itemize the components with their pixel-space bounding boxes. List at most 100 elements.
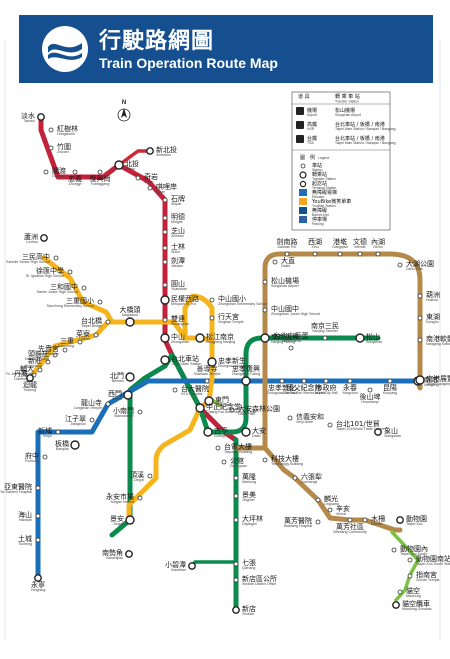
station-marker[interactable] — [315, 519, 321, 525]
transfer-station-marker[interactable] — [160, 295, 170, 305]
transfer-station-marker[interactable] — [260, 333, 270, 343]
transfer-station-marker[interactable] — [207, 357, 217, 367]
station-marker[interactable] — [357, 251, 363, 257]
transfer-station-marker[interactable] — [160, 333, 170, 343]
station-marker[interactable] — [375, 251, 381, 257]
station-marker[interactable] — [417, 337, 423, 343]
station-marker[interactable] — [62, 347, 68, 353]
terminal-station-marker[interactable] — [37, 113, 45, 121]
station-marker[interactable] — [135, 175, 141, 181]
station-marker[interactable] — [147, 185, 153, 191]
station-marker[interactable] — [43, 169, 49, 175]
station-marker[interactable] — [35, 513, 41, 519]
station-marker[interactable] — [209, 315, 215, 321]
station-marker[interactable] — [209, 297, 215, 303]
station-marker[interactable] — [362, 517, 368, 523]
terminal-station-marker[interactable] — [146, 147, 154, 155]
station-marker[interactable] — [37, 367, 43, 373]
station-marker[interactable] — [35, 537, 41, 543]
transfer-station-marker[interactable] — [123, 390, 133, 400]
station-marker[interactable] — [162, 245, 168, 251]
station-marker[interactable] — [262, 279, 268, 285]
station-marker[interactable] — [72, 169, 78, 175]
station-marker[interactable] — [105, 401, 111, 407]
station-marker[interactable] — [397, 262, 403, 268]
transfer-station-marker[interactable] — [241, 427, 251, 437]
station-marker[interactable] — [288, 345, 294, 351]
transfer-station-marker[interactable] — [160, 355, 170, 365]
station-marker[interactable] — [279, 378, 285, 384]
station-marker[interactable] — [81, 285, 87, 291]
transfer-station-marker[interactable] — [355, 333, 365, 343]
station-marker[interactable] — [147, 473, 153, 479]
station-marker[interactable] — [327, 422, 333, 428]
transfer-station-marker[interactable] — [125, 372, 135, 382]
terminal-station-marker[interactable] — [374, 428, 382, 436]
station-marker[interactable] — [162, 282, 168, 288]
transfer-station-marker[interactable] — [70, 440, 80, 450]
station-marker[interactable] — [77, 339, 83, 345]
station-marker[interactable] — [322, 335, 328, 341]
station-marker[interactable] — [172, 387, 178, 393]
station-marker[interactable] — [97, 169, 103, 175]
terminal-station-marker[interactable] — [125, 550, 133, 558]
station-marker[interactable] — [367, 387, 373, 393]
terminal-station-marker[interactable] — [392, 601, 400, 609]
station-marker[interactable] — [301, 378, 307, 384]
station-marker[interactable] — [323, 378, 329, 384]
station-marker[interactable] — [48, 127, 54, 133]
station-marker[interactable] — [272, 259, 278, 265]
station-marker[interactable] — [233, 561, 239, 567]
transfer-station-marker[interactable] — [114, 160, 124, 170]
terminal-station-marker[interactable] — [40, 234, 48, 242]
station-marker[interactable] — [89, 417, 95, 423]
terminal-station-marker[interactable] — [34, 574, 42, 582]
station-marker[interactable] — [67, 269, 73, 275]
station-marker[interactable] — [391, 547, 397, 553]
transfer-station-marker[interactable] — [125, 317, 135, 327]
station-marker[interactable] — [48, 145, 54, 151]
station-marker[interactable] — [105, 319, 111, 325]
terminal-station-marker[interactable] — [396, 516, 404, 524]
station-marker[interactable] — [347, 378, 353, 384]
station-marker[interactable] — [229, 407, 235, 413]
station-marker[interactable] — [162, 259, 168, 265]
station-marker[interactable] — [55, 429, 61, 435]
station-marker[interactable] — [233, 493, 239, 499]
station-marker[interactable] — [284, 251, 290, 257]
station-marker[interactable] — [93, 332, 99, 338]
terminal-station-marker[interactable] — [232, 606, 240, 614]
station-marker[interactable] — [315, 497, 321, 503]
station-marker[interactable] — [407, 573, 413, 579]
station-marker[interactable] — [233, 577, 239, 583]
station-marker[interactable] — [137, 409, 143, 415]
station-marker[interactable] — [42, 454, 48, 460]
station-marker[interactable] — [45, 359, 51, 365]
station-marker[interactable] — [262, 457, 268, 463]
station-marker[interactable] — [162, 197, 168, 203]
station-marker[interactable] — [215, 445, 221, 451]
station-marker[interactable] — [387, 378, 393, 384]
station-marker[interactable] — [407, 557, 413, 563]
station-marker[interactable] — [137, 495, 143, 501]
terminal-station-marker[interactable] — [26, 374, 34, 382]
station-marker[interactable] — [162, 229, 168, 235]
station-marker[interactable] — [397, 589, 403, 595]
station-marker[interactable] — [233, 475, 239, 481]
transfer-station-marker[interactable] — [195, 403, 205, 413]
transfer-station-marker[interactable] — [204, 396, 214, 406]
station-marker[interactable] — [162, 317, 168, 323]
station-marker[interactable] — [417, 293, 423, 299]
station-marker[interactable] — [97, 299, 103, 305]
station-marker[interactable] — [347, 517, 353, 523]
station-marker[interactable] — [337, 251, 343, 257]
transfer-station-marker[interactable] — [125, 515, 135, 525]
station-marker[interactable] — [221, 459, 227, 465]
transfer-station-marker[interactable] — [195, 333, 205, 343]
station-marker[interactable] — [312, 251, 318, 257]
transfer-station-marker[interactable] — [415, 375, 425, 385]
station-marker[interactable] — [292, 475, 298, 481]
terminal-station-marker[interactable] — [188, 562, 196, 570]
station-marker[interactable] — [417, 315, 423, 321]
station-marker[interactable] — [287, 415, 293, 421]
